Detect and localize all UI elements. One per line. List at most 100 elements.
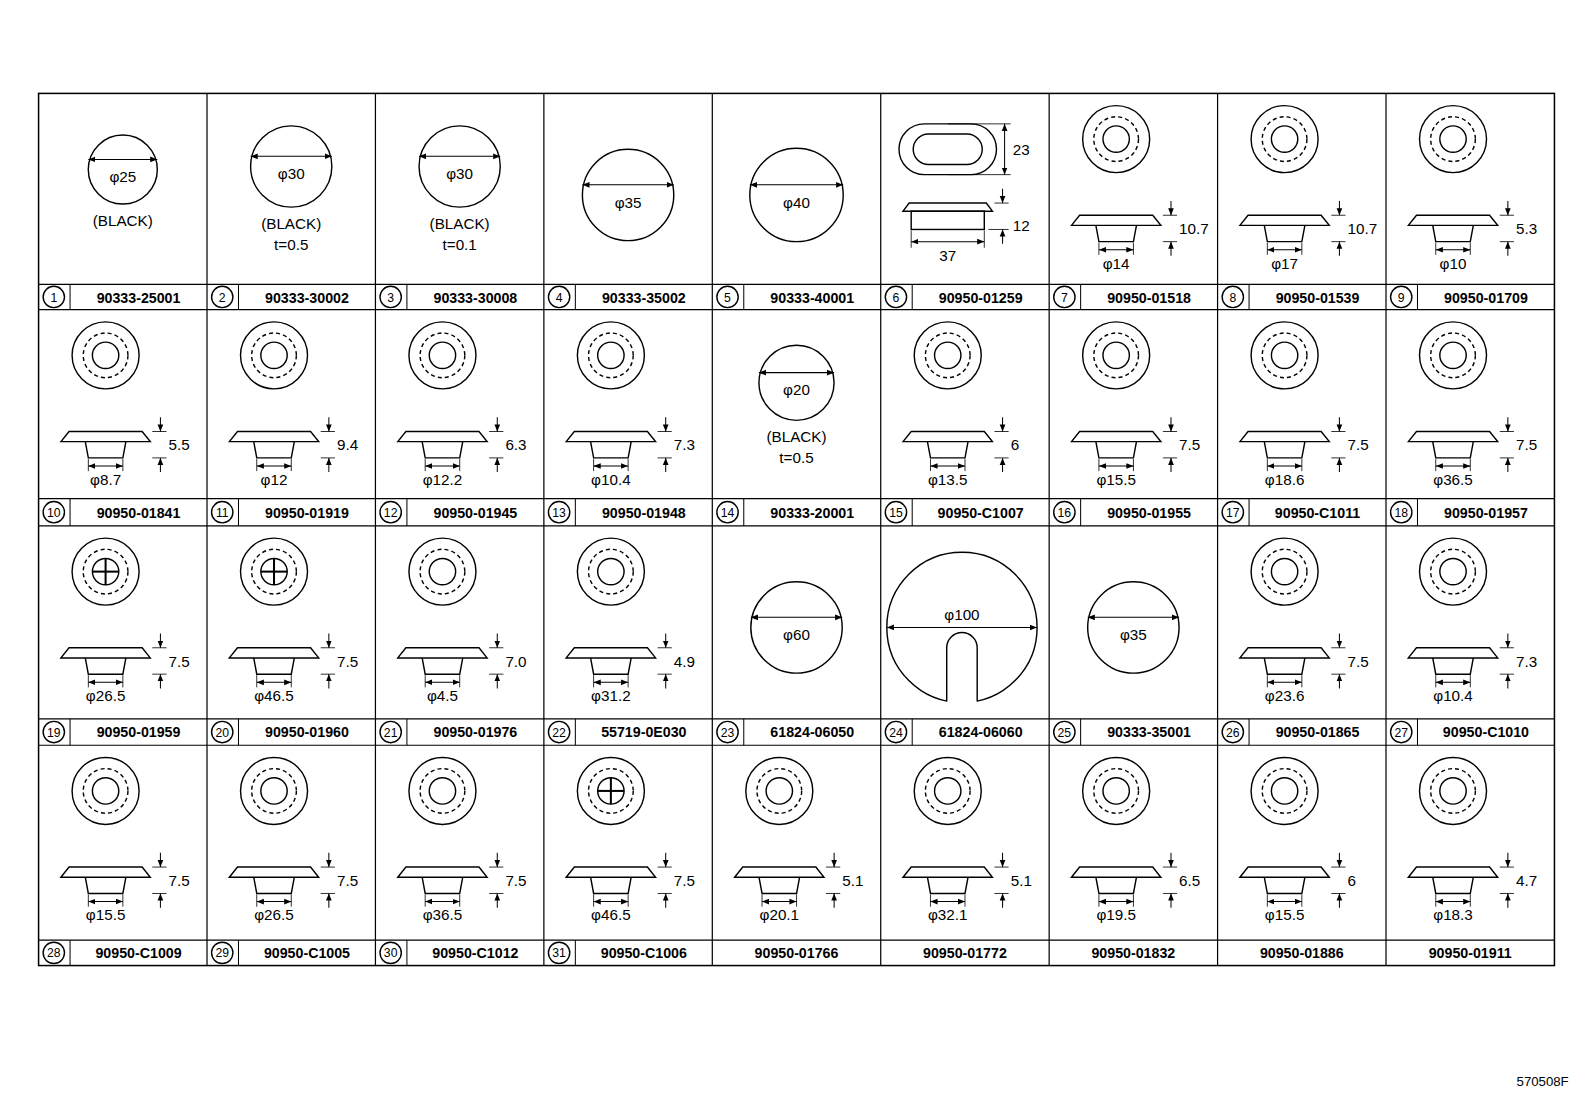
part-number: 90950-C1005	[264, 946, 350, 960]
line	[712, 93, 713, 965]
flange-profile	[229, 648, 318, 658]
circle-outline	[1251, 106, 1318, 173]
line	[1435, 894, 1436, 906]
line	[88, 901, 123, 902]
circle-outline	[251, 126, 332, 207]
line	[1267, 243, 1268, 255]
line	[328, 458, 329, 472]
line	[1470, 894, 1471, 906]
circle-outline	[589, 549, 634, 594]
line	[593, 675, 594, 687]
line	[321, 431, 335, 432]
line	[152, 867, 166, 868]
line	[575, 719, 576, 745]
line	[39, 284, 1555, 285]
line	[88, 459, 89, 471]
line	[1098, 459, 1099, 471]
line	[930, 894, 931, 906]
line	[328, 674, 329, 688]
body-profile	[591, 877, 632, 893]
circle-outline	[420, 769, 465, 814]
body-profile	[927, 442, 968, 458]
callout-number: 11	[216, 507, 229, 519]
line	[658, 674, 672, 675]
line	[1470, 459, 1471, 471]
part-number: 90950-C1011	[1275, 505, 1360, 519]
line	[575, 284, 576, 309]
circle-outline	[1094, 117, 1139, 162]
line	[160, 853, 161, 867]
diameter-dimension: φ18.6	[1265, 472, 1305, 487]
body-profile	[422, 442, 463, 458]
part-number: 90950-01518	[1107, 290, 1191, 304]
line	[321, 867, 335, 868]
circle-outline	[252, 549, 297, 594]
circle-outline	[766, 778, 792, 804]
circle-outline	[1420, 106, 1487, 173]
diameter-dimension: φ46.5	[254, 688, 294, 703]
callout-number: 18	[1394, 507, 1408, 519]
body-profile	[254, 658, 295, 674]
callout-number: 8	[1229, 291, 1236, 303]
circle-outline	[1251, 538, 1318, 605]
circle-outline	[72, 538, 139, 605]
line	[256, 459, 257, 471]
diameter-dimension: φ15.5	[1096, 472, 1136, 487]
circle-outline	[914, 322, 981, 389]
callout-number: 15	[889, 507, 903, 519]
callout-number: 27	[1394, 726, 1408, 738]
circle-outline	[1262, 769, 1307, 814]
line	[251, 156, 332, 157]
line	[459, 459, 460, 471]
line	[948, 174, 1011, 175]
line	[406, 499, 407, 526]
circle-outline	[212, 286, 233, 307]
line	[834, 893, 835, 907]
line	[1170, 853, 1171, 867]
height-dimension: 5.1	[842, 873, 863, 888]
circle-outline	[380, 502, 401, 523]
line	[1331, 457, 1345, 458]
diameter-dimension: φ14	[1103, 255, 1130, 270]
flange-profile	[61, 867, 150, 877]
line	[88, 682, 123, 683]
flange-profile	[398, 648, 487, 658]
line	[743, 499, 744, 526]
note-text: (BLACK)	[261, 216, 321, 231]
line	[406, 284, 407, 309]
line	[1436, 466, 1471, 467]
circle-outline	[1222, 721, 1243, 742]
line	[994, 867, 1008, 868]
line	[658, 893, 672, 894]
line	[593, 459, 594, 471]
circle-outline	[1391, 502, 1412, 523]
line	[1002, 229, 1003, 243]
line	[628, 459, 629, 471]
part-number: 90950-C1007	[938, 505, 1024, 519]
line	[1507, 634, 1508, 648]
circle-outline	[241, 538, 308, 605]
circle-outline	[241, 322, 308, 389]
part-number: 61824-06060	[939, 725, 1023, 739]
callout-number: 31	[552, 947, 566, 959]
part-number: 90950-01886	[1260, 946, 1344, 960]
circle-outline	[1094, 333, 1139, 378]
body-profile	[1433, 442, 1474, 458]
flange-profile	[1408, 867, 1497, 877]
height-dimension: 5.3	[1516, 221, 1537, 236]
line	[39, 525, 1555, 526]
circle-outline	[1271, 342, 1297, 368]
diameter-dimension: φ32.1	[928, 907, 968, 922]
line	[1500, 241, 1514, 242]
line	[912, 499, 913, 526]
line	[1080, 284, 1081, 309]
circle-outline	[717, 502, 738, 523]
note-text: t=0.5	[274, 237, 308, 252]
height-dimension: 7.5	[1348, 653, 1369, 668]
diameter-dimension: φ19.5	[1096, 907, 1136, 922]
line	[1417, 284, 1418, 309]
line	[291, 459, 292, 471]
circle-outline	[1420, 538, 1487, 605]
line	[1249, 499, 1250, 526]
line	[406, 719, 407, 745]
